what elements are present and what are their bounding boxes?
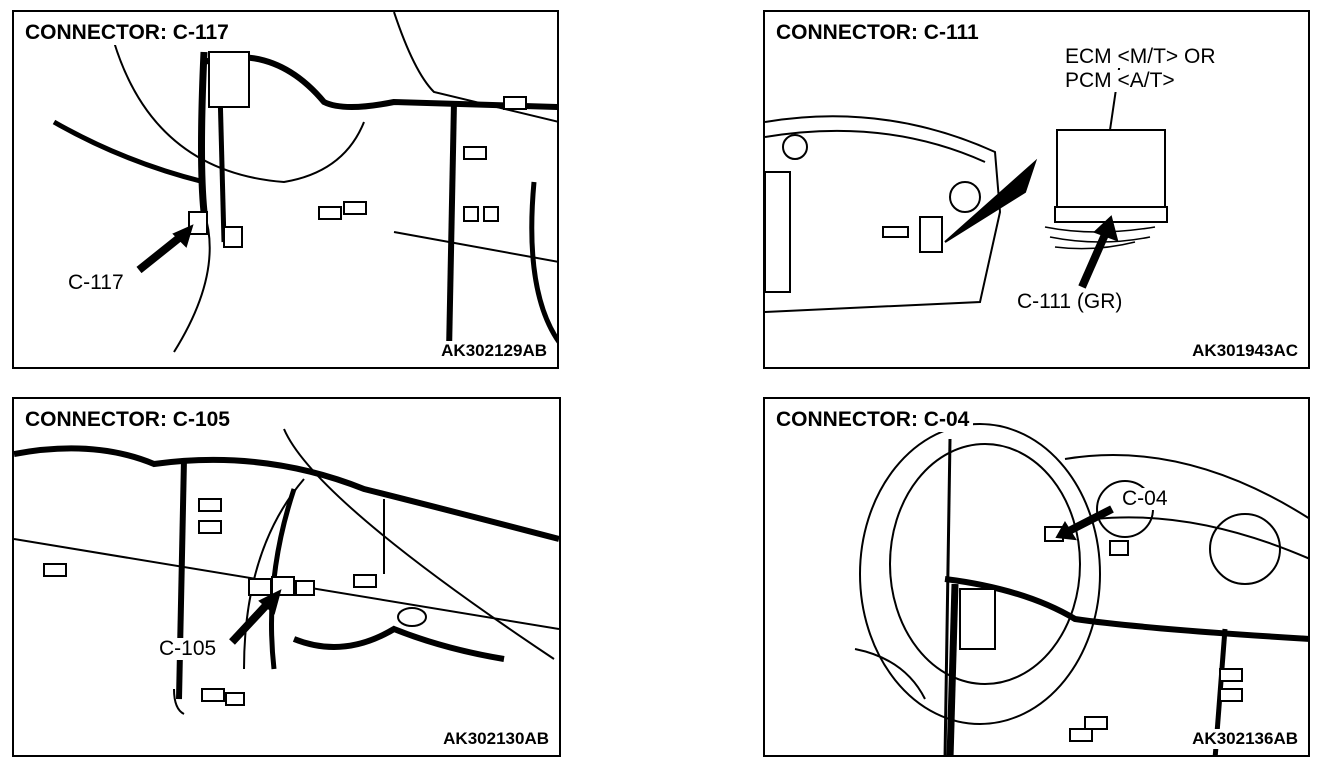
connector-callout: C-117 (68, 271, 124, 294)
connector-callout: C-111 (GR) (1017, 290, 1123, 313)
connector-callout: C-04 (1122, 487, 1168, 510)
component-label-line2: PCM <A/T> (1065, 69, 1175, 92)
panel-c117: CONNECTOR: C-117 C-117 AK302129AB (12, 10, 559, 369)
figure-code: AK302130AB (440, 729, 549, 749)
panel-title: CONNECTOR: C-04 (776, 408, 974, 432)
connector-callout: C-105 (159, 637, 217, 660)
panel-title: CONNECTOR: C-111 (776, 21, 983, 45)
ecm-illustration (765, 61, 1168, 313)
figure-code: AK302136AB (1189, 729, 1298, 749)
figure-code: AK301943AC (1189, 341, 1298, 361)
dashboard-illustration (854, 423, 1308, 755)
arrow-icon (1065, 505, 1114, 536)
arrow-icon (136, 230, 187, 274)
panel-title: CONNECTOR: C-105 (25, 408, 234, 432)
panel-c105: CONNECTOR: C-105 C-105 AK302130AB (12, 397, 561, 757)
arrow-icon (1078, 228, 1111, 289)
harness-illustration (14, 428, 559, 715)
harness-illustration (52, 12, 557, 353)
figure-code: AK302129AB (438, 341, 547, 361)
panel-c111: CONNECTOR: C-111 ECM <M/T> OR PCM <A/T> … (763, 10, 1310, 369)
panel-title: CONNECTOR: C-117 (25, 21, 233, 45)
panel-c04: CONNECTOR: C-04 C-04 AK302136AB (763, 397, 1310, 757)
component-label-line1: ECM <M/T> OR (1065, 45, 1216, 68)
